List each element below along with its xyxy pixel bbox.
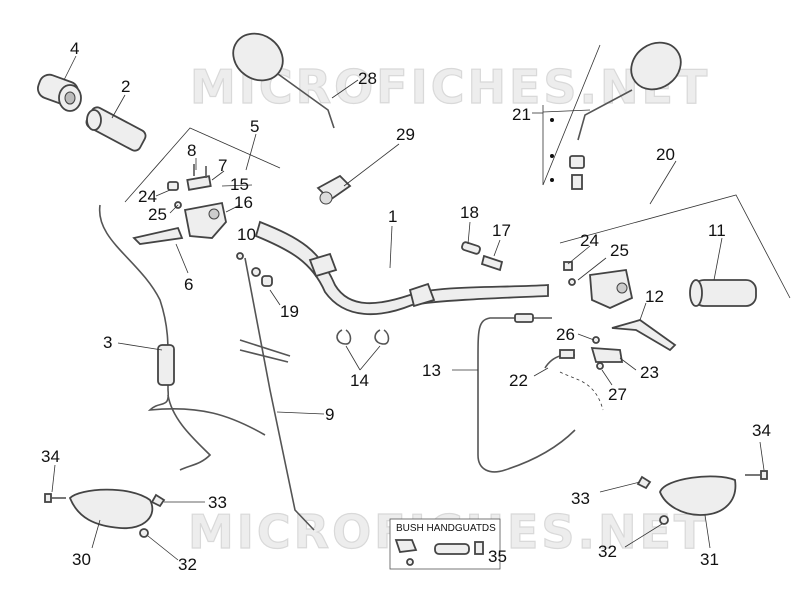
callout-6: 6: [184, 275, 193, 294]
callout-1: 1: [388, 207, 397, 226]
callout-21: 21: [512, 105, 531, 124]
callout-17: 17: [492, 221, 511, 240]
part-1-handlebar: [254, 220, 549, 316]
callout-25-left: 25: [148, 205, 167, 224]
part-3-adjuster: [157, 344, 175, 386]
callout-31: 31: [700, 550, 719, 569]
part-17-plug: [480, 254, 504, 272]
callout-30: 30: [72, 550, 91, 569]
part-10-clip: [236, 252, 244, 260]
callout-32-left: 32: [178, 555, 197, 574]
watermark-bottom: MICROFICHES.NET: [188, 505, 708, 559]
callout-15: 15: [230, 175, 249, 194]
callout-13: 13: [422, 361, 441, 380]
callout-24-left: 24: [138, 187, 157, 206]
part-25-washer-right: [568, 278, 576, 286]
callout-34-left: 34: [41, 447, 60, 466]
part-2-throttle-grip: [85, 106, 147, 152]
callout-4: 4: [70, 39, 79, 58]
callout-18: 18: [460, 203, 479, 222]
part-21-bolt: [571, 174, 583, 190]
part-3-cable: [98, 204, 266, 436]
part-brake-master: [589, 268, 634, 309]
part-13-cable: [477, 317, 576, 473]
callout-29: 29: [396, 125, 415, 144]
bush-handguards-box: BUSH HANDGUATDS 35: [389, 518, 507, 570]
part-21-mirror-right: [577, 41, 682, 141]
part-15-switch: [186, 175, 212, 191]
part-33-screw-right: [636, 475, 652, 490]
part-29-clamp: [316, 174, 352, 205]
callout-27: 27: [608, 385, 627, 404]
part-30-handguard-left: [68, 488, 154, 529]
part-11-right-grip: [689, 279, 757, 307]
callout-8: 8: [187, 141, 196, 160]
bush-handguards-title: BUSH HANDGUATDS: [396, 523, 496, 534]
part-34-bolt-left: [44, 493, 66, 503]
part-21-nut: [569, 155, 585, 169]
part-23-switch: [590, 347, 624, 363]
callout-14: 14: [350, 371, 369, 390]
part-8-screws: [193, 164, 207, 178]
part-33-screw-left: [150, 493, 166, 508]
part-14-circlip-b: [374, 329, 390, 345]
part-18-pin: [461, 241, 481, 255]
part-32-nut-right: [659, 515, 669, 525]
leader-lines: [51, 55, 765, 561]
callout-25-right: 25: [610, 241, 629, 260]
callout-35: 35: [488, 547, 507, 566]
part-32-nut-left: [139, 528, 149, 538]
callout-19: 19: [280, 302, 299, 321]
callout-32-right: 32: [598, 542, 617, 561]
callout-33-left: 33: [208, 493, 227, 512]
part-9-cable: [244, 257, 315, 531]
callout-9: 9: [325, 405, 334, 424]
callout-33-right: 33: [571, 489, 590, 508]
callout-20: 20: [656, 145, 675, 164]
callout-34-right: 34: [752, 421, 771, 440]
part-16-clutch-master: [183, 201, 227, 239]
part-31-handguard-right: [659, 475, 737, 516]
callout-26: 26: [556, 325, 575, 344]
part-27-nut: [596, 362, 604, 370]
callout-12: 12: [645, 287, 664, 306]
part-4-grip-end: [37, 73, 82, 112]
part-28-mirror-left: [232, 32, 335, 129]
part-6-clutch-lever: [132, 226, 184, 245]
part-24-pin: [167, 181, 179, 191]
callout-10: 10: [237, 225, 256, 244]
part-14-circlip-a: [336, 329, 352, 345]
part-24-pin-right: [563, 261, 573, 271]
callout-22: 22: [509, 371, 528, 390]
part-12-brake-lever: [611, 319, 677, 352]
callout-3: 3: [103, 333, 112, 352]
callout-7: 7: [218, 156, 227, 175]
callout-28: 28: [358, 69, 377, 88]
callout-23: 23: [640, 363, 659, 382]
part-19-nut: [261, 275, 273, 287]
callouts: 4 2 5 8 7 15 24 25 16 6 3 10 19 9 28 29 …: [41, 39, 771, 574]
callout-2: 2: [121, 77, 130, 96]
callout-11: 11: [708, 221, 726, 240]
part-34-bolt-right: [745, 470, 768, 480]
callout-24-right: 24: [580, 231, 599, 250]
callout-16: 16: [234, 193, 253, 212]
callout-5: 5: [250, 117, 259, 136]
